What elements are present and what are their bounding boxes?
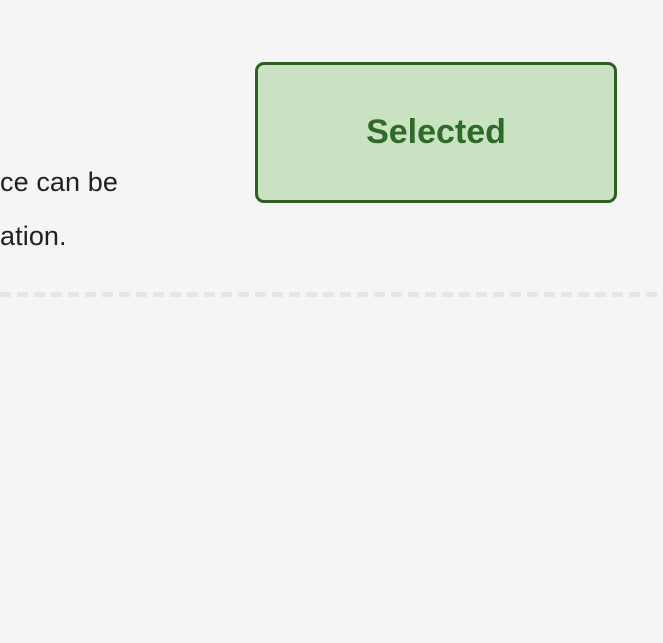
option-item-selected: ce can be ation. Selected [0,0,663,292]
selected-button[interactable]: Selected [255,62,617,203]
option-item-unselected: ession 2 Big Idea of alues) and Select [0,297,663,643]
option-description-selected: ce can be ation. [0,155,118,263]
item-divider [0,292,663,297]
description-line: ce can be [0,167,118,197]
description-line: ation. [0,221,67,251]
